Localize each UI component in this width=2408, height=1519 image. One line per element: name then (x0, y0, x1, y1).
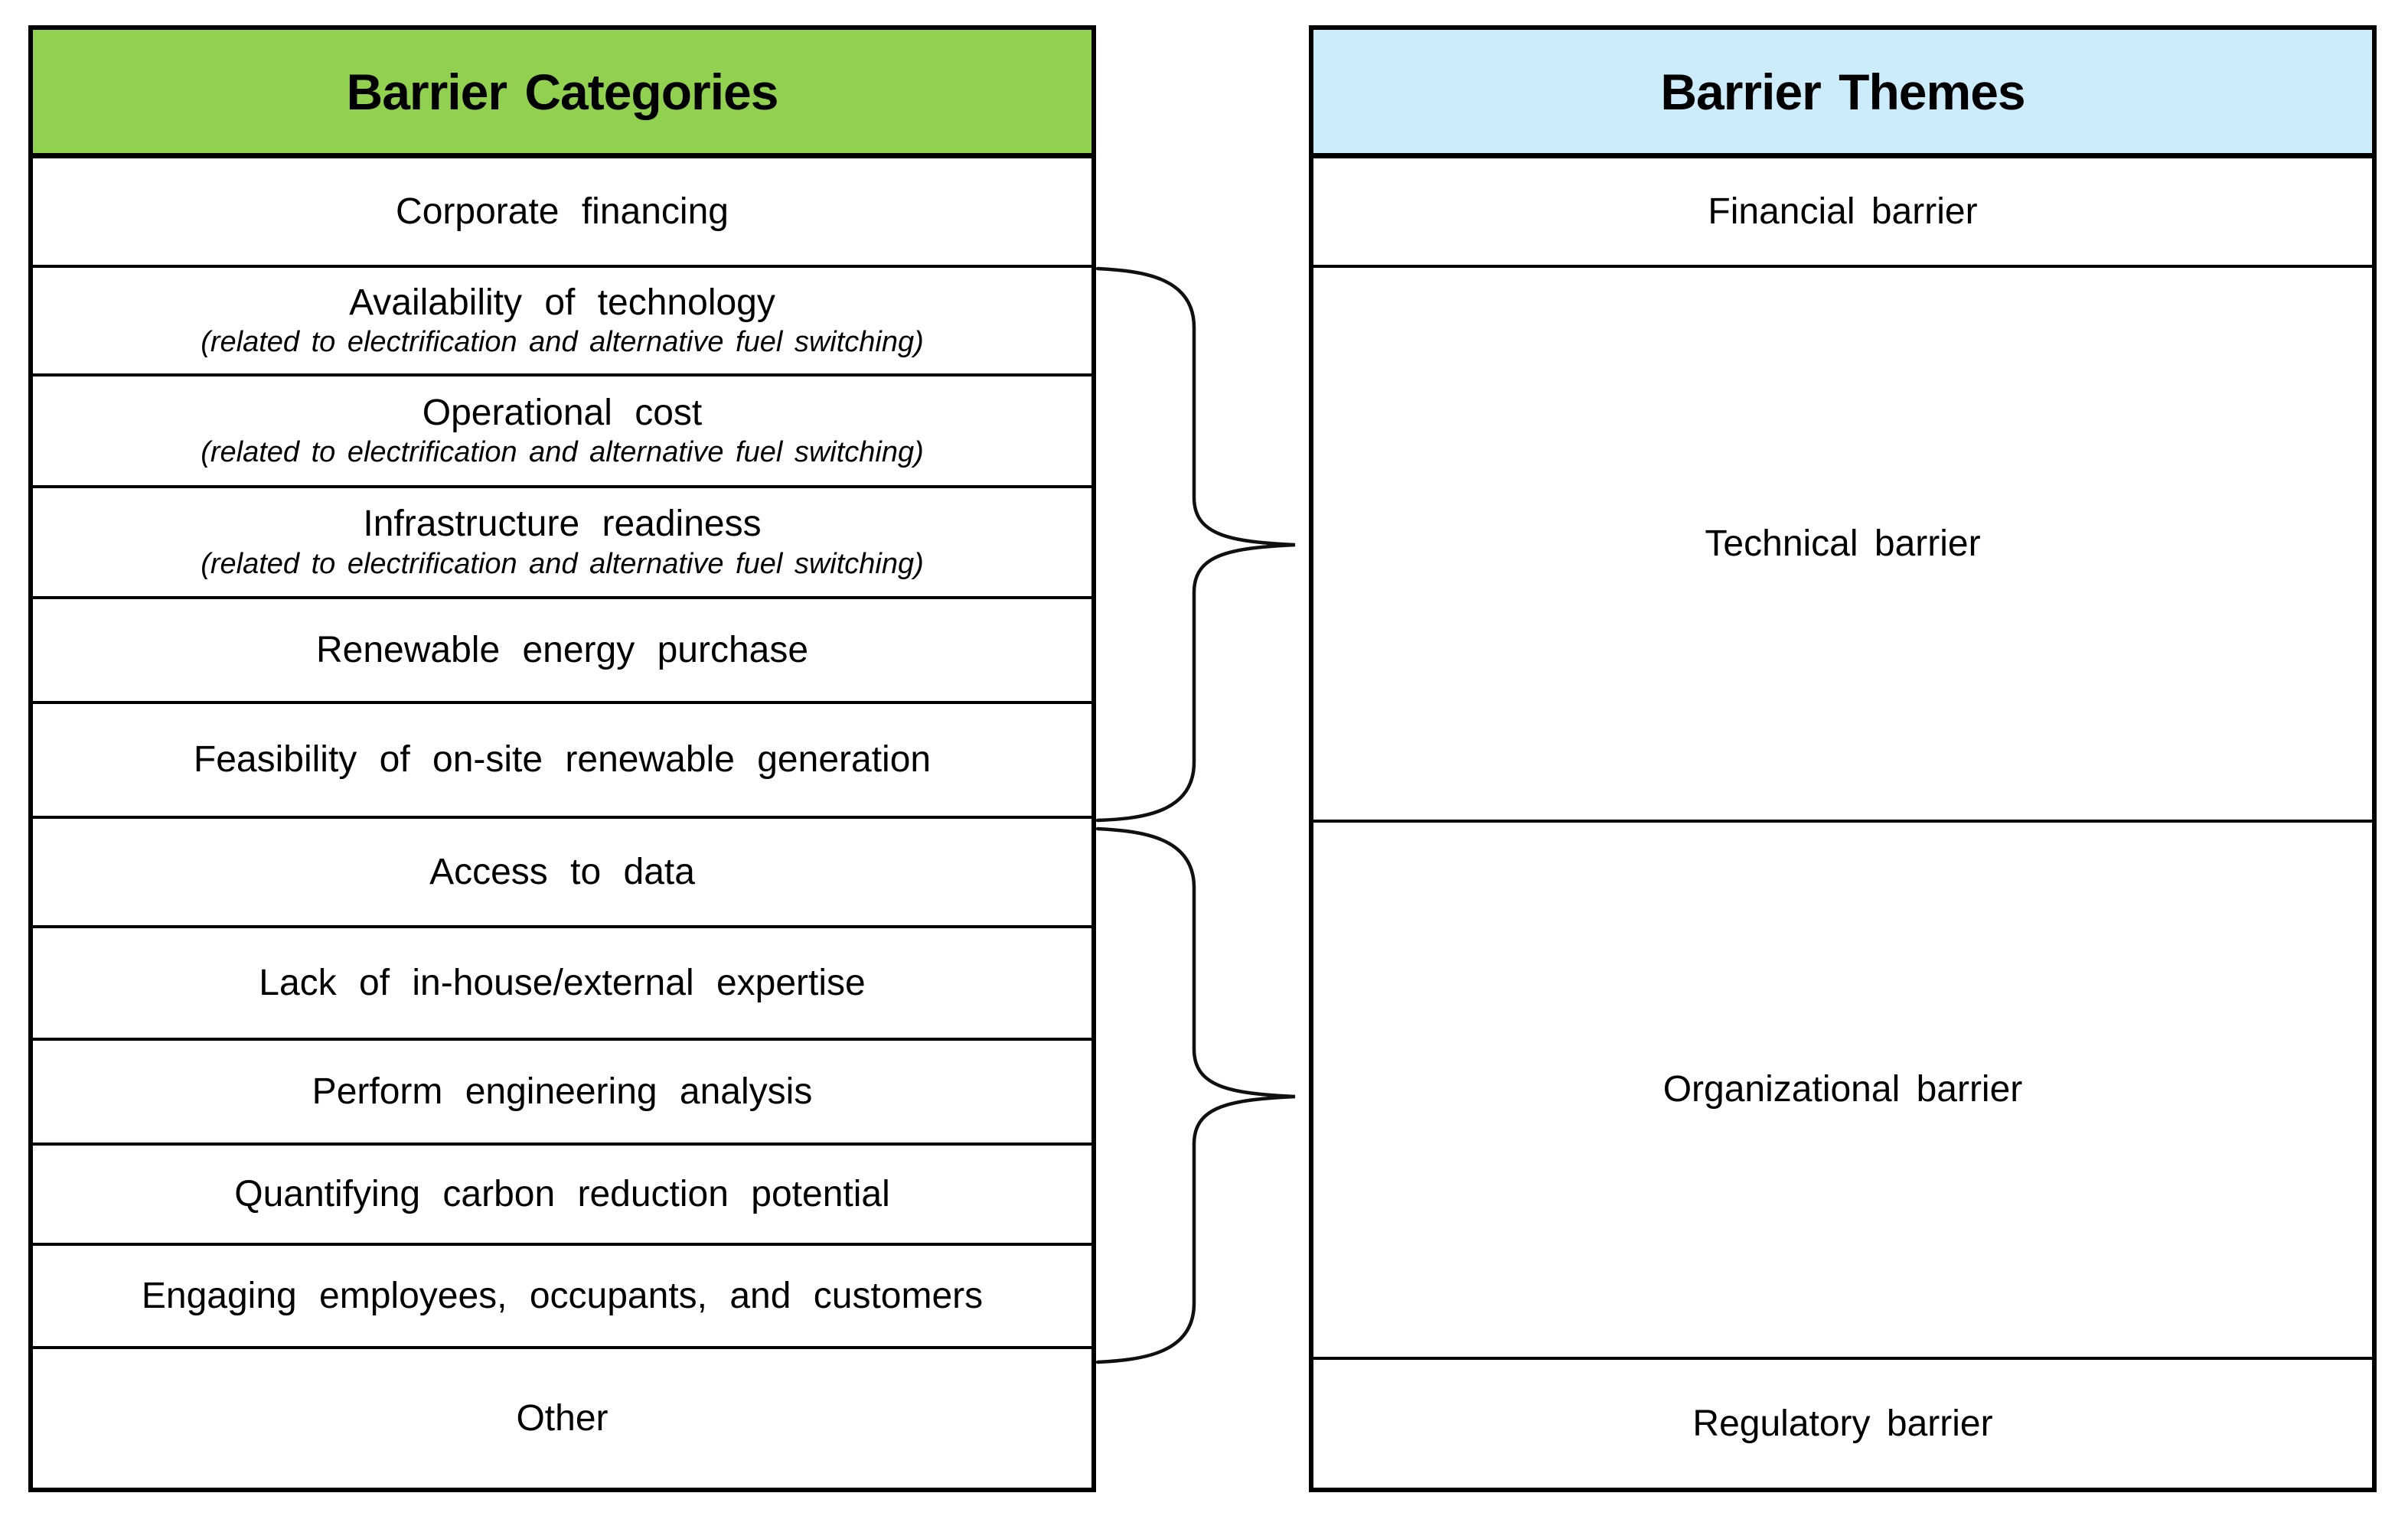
theme-row-technical-barrier: Technical barrier (1313, 268, 2372, 823)
category-label: Renewable energy purchase (315, 629, 809, 670)
category-label: Engaging employees, occupants, and custo… (141, 1275, 984, 1316)
category-note: (related to electrification and alternat… (201, 547, 924, 580)
category-row-engaging-employees: Engaging employees, occupants, and custo… (33, 1246, 1091, 1349)
category-label: Availability of technology (349, 282, 775, 323)
theme-label: Financial barrier (1708, 191, 1978, 232)
barrier-categories-header: Barrier Categories (33, 30, 1091, 158)
category-note: (related to electrification and alternat… (201, 436, 924, 469)
category-note: (related to electrification and alternat… (201, 326, 924, 359)
barrier-categories-title: Barrier Categories (346, 63, 779, 120)
category-label: Perform engineering analysis (312, 1071, 813, 1112)
category-label: Feasibility of on-site renewable generat… (193, 739, 932, 781)
category-label: Infrastructure readiness (363, 504, 762, 545)
barrier-themes-table: Barrier Themes Financial barrier Technic… (1309, 25, 2377, 1492)
category-row-renewable-energy-purchase: Renewable energy purchase (33, 599, 1091, 704)
category-row-perform-engineering-analysis: Perform engineering analysis (33, 1041, 1091, 1146)
theme-row-organizational-barrier: Organizational barrier (1313, 823, 2372, 1360)
barrier-categories-table: Barrier Categories Corporate financing A… (28, 25, 1096, 1492)
category-row-infrastructure-readiness: Infrastructure readiness (related to ele… (33, 488, 1091, 599)
category-row-availability-of-technology: Availability of technology (related to e… (33, 268, 1091, 376)
barrier-themes-title: Barrier Themes (1660, 63, 2025, 120)
category-row-corporate-financing: Corporate financing (33, 158, 1091, 268)
category-label: Corporate financing (396, 191, 729, 232)
category-row-other: Other (33, 1349, 1091, 1488)
theme-row-financial-barrier: Financial barrier (1313, 158, 2372, 268)
category-row-lack-of-expertise: Lack of in-house/external expertise (33, 928, 1091, 1041)
category-label: Quantifying carbon reduction potential (234, 1173, 890, 1214)
technical-barrier-brace (1095, 266, 1296, 823)
barrier-themes-header: Barrier Themes (1313, 30, 2372, 158)
theme-label: Organizational barrier (1662, 1069, 2023, 1110)
organizational-barrier-brace (1095, 826, 1296, 1364)
category-row-access-to-data: Access to data (33, 819, 1091, 928)
category-row-quantifying-carbon-reduction: Quantifying carbon reduction potential (33, 1146, 1091, 1246)
category-row-feasibility-onsite-renewable: Feasibility of on-site renewable generat… (33, 704, 1091, 819)
category-label: Lack of in-house/external expertise (259, 962, 866, 1003)
category-label: Operational cost (422, 392, 703, 433)
theme-row-regulatory-barrier: Regulatory barrier (1313, 1360, 2372, 1488)
category-label: Access to data (429, 851, 695, 892)
category-row-operational-cost: Operational cost (related to electrifica… (33, 376, 1091, 488)
theme-label: Regulatory barrier (1692, 1403, 1993, 1444)
category-label: Other (516, 1397, 609, 1439)
theme-label: Technical barrier (1705, 523, 1981, 564)
